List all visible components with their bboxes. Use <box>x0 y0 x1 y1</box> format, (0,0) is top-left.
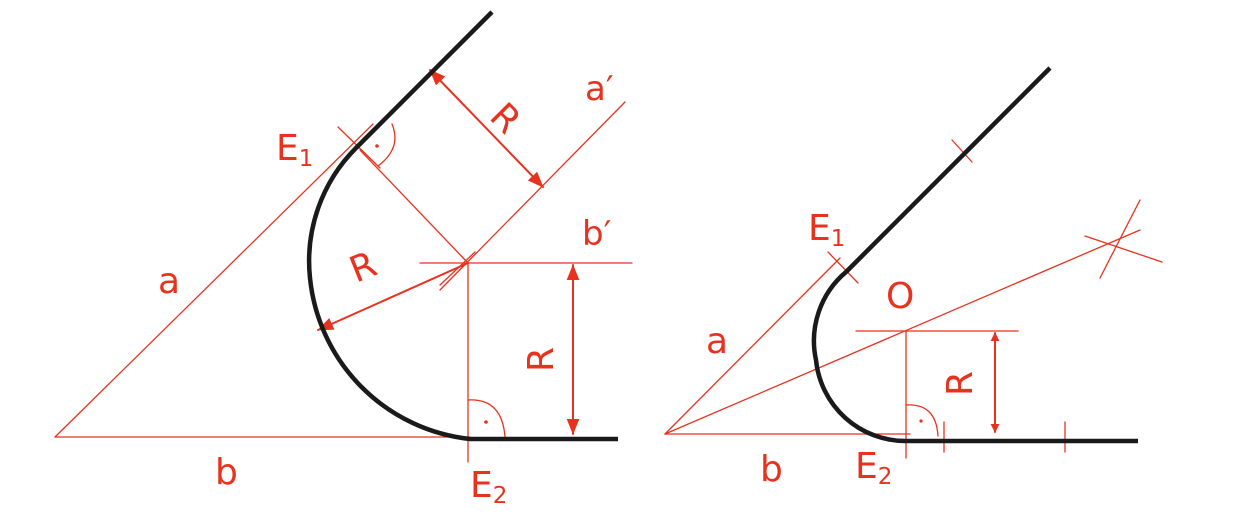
right-label-a: a <box>706 321 728 362</box>
left-label-a-prime: a′ <box>585 69 614 109</box>
left-figure: a b a′ b′ R R R E1 E2 <box>54 10 633 509</box>
right-contour-path <box>811 66 1138 444</box>
right-bisector <box>664 229 1141 435</box>
right-e1-tick <box>827 251 859 284</box>
left-right-angle-e2-dot <box>484 420 488 424</box>
left-right-angle-e2 <box>467 399 506 438</box>
right-tick-upper <box>951 139 973 163</box>
left-label-r-top: R <box>482 95 529 142</box>
right-label-e1: E1 <box>808 208 845 252</box>
left-perpendicular-e1 <box>359 149 469 264</box>
left-label-r-mid: R <box>344 244 383 291</box>
left-parallel-a-prime <box>439 101 626 291</box>
right-label-r: R <box>940 371 981 396</box>
left-line-a <box>54 123 374 438</box>
left-contour-path <box>306 10 618 442</box>
left-labels: a b a′ b′ R R R E1 E2 <box>158 69 614 509</box>
right-bisector-mark-1 <box>1084 235 1163 263</box>
right-construction-lines <box>664 139 1163 459</box>
left-contour <box>306 10 618 442</box>
left-right-angle-e1 <box>377 123 396 167</box>
right-figure: a b O R E1 E2 <box>664 66 1163 490</box>
right-label-o: O <box>886 276 914 317</box>
left-dimensions <box>317 69 580 435</box>
right-label-b: b <box>760 449 783 490</box>
left-dim-r-mid <box>317 262 469 331</box>
right-labels: a b O R E1 E2 <box>706 208 981 490</box>
left-label-e2: E2 <box>470 465 507 509</box>
right-right-angle-dot <box>919 419 923 423</box>
right-line-a <box>664 257 841 435</box>
right-contour <box>811 66 1138 444</box>
left-right-angle-e1-dot <box>375 144 379 148</box>
left-label-e1: E1 <box>276 128 313 172</box>
right-label-e2: E2 <box>855 446 892 490</box>
left-dim-r-top <box>429 69 544 188</box>
left-label-r-right: R <box>521 347 562 372</box>
left-label-b-prime: b′ <box>582 214 611 254</box>
right-bisector-mark-2 <box>1099 199 1141 279</box>
left-construction-lines <box>54 101 633 463</box>
left-label-b: b <box>215 452 238 493</box>
right-right-angle <box>905 404 939 437</box>
left-label-a: a <box>158 261 180 302</box>
